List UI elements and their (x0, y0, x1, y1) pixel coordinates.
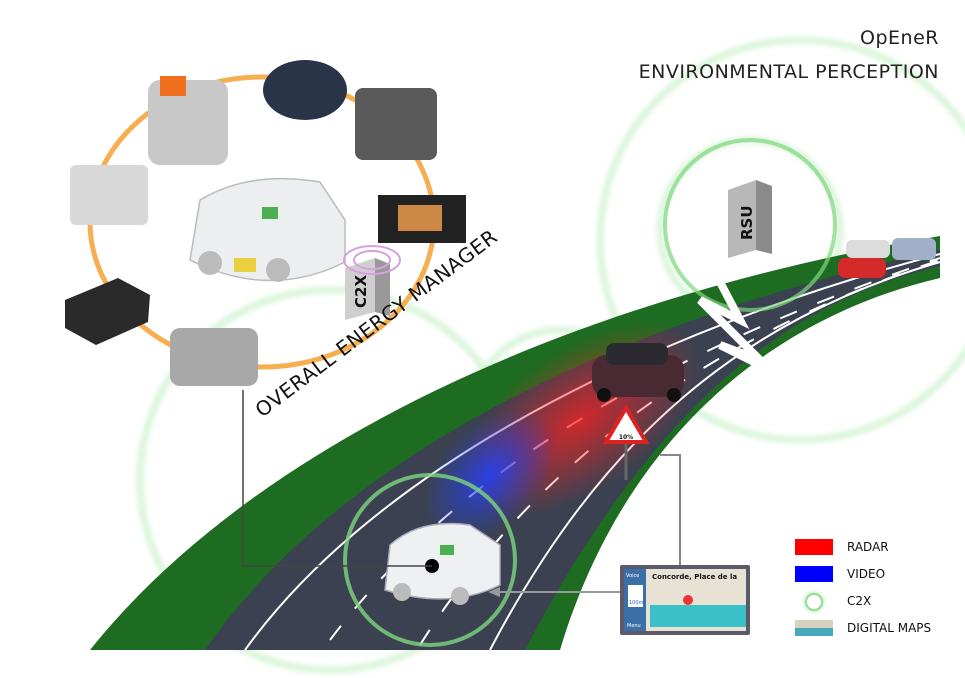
legend-label: RADAR (847, 539, 889, 554)
page-subtitle: ENVIRONMENTAL PERCEPTION (638, 61, 939, 83)
warning-sign-icon (602, 404, 650, 480)
map-street-label: Concorde, Place de la (652, 573, 737, 581)
legend-item-digital-maps: DIGITAL MAPS (795, 614, 931, 641)
c2x-swatch (795, 592, 833, 611)
brake-component-icon (170, 328, 258, 386)
legend-label: DIGITAL MAPS (847, 620, 932, 635)
warning-sign-label: 10% (619, 434, 633, 441)
legend-item-radar: RADAR (795, 533, 931, 560)
radar-sensor-icon (355, 88, 437, 160)
legend: RADAR VIDEO C2X DIGITAL MAPS (795, 533, 931, 641)
page-title: OpEneR (860, 27, 939, 49)
map-swatch (795, 619, 833, 636)
inverter-component-icon (70, 165, 148, 225)
rsu-box (728, 180, 772, 258)
c2x-ring-rsu (663, 138, 837, 312)
c2x-unit-label: C2X (352, 275, 370, 308)
traffic-cars-icon (838, 238, 936, 278)
map-menu-button[interactable]: Menu (627, 623, 641, 629)
connector-line (242, 390, 432, 567)
video-swatch (795, 565, 833, 582)
c2x-ring-ego (343, 473, 517, 647)
video-field (423, 408, 557, 542)
map-distance-label: 100m (629, 600, 644, 606)
legend-label: C2X (847, 593, 872, 608)
digital-map-display: Concorde, Place de la Voice Menu 100m (620, 565, 750, 635)
car-ahead-icon (592, 343, 684, 402)
arrow-head-icon (488, 587, 500, 597)
communication-link-icon (697, 280, 792, 384)
legend-label: VIDEO (847, 566, 886, 581)
connector-line (660, 454, 681, 592)
c2x-unit (343, 245, 401, 320)
motor-component-icon (148, 80, 228, 165)
radar-swatch (795, 538, 833, 555)
component-icons (65, 60, 466, 386)
legend-item-video: VIDEO (795, 560, 931, 587)
rsu-label: RSU (738, 205, 756, 240)
legend-item-c2x: C2X (795, 587, 931, 614)
camera-component-icon (263, 60, 347, 120)
map-voice-button[interactable]: Voice (626, 573, 639, 579)
ego-car-icon (384, 522, 501, 605)
car-model-icon (189, 177, 346, 282)
battery-component-icon (65, 278, 150, 345)
